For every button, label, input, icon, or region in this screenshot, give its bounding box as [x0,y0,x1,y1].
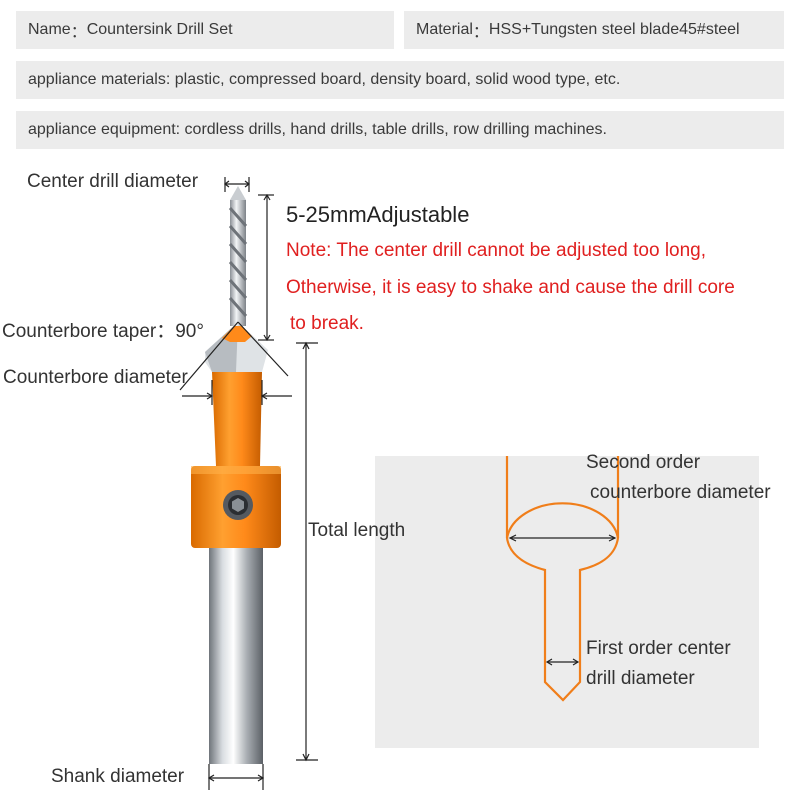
shank-diameter-label: Shank diameter [51,766,185,787]
set-screw-icon [223,490,253,520]
center-drill-dim [224,177,250,192]
adjustable-length-dim [258,193,274,342]
note-line-1: Note: The center drill cannot be adjuste… [286,240,707,261]
drill-bit [228,186,248,326]
taper-guides [179,321,289,391]
first-order-label-line-1: First order center [586,638,731,659]
note-line-2: Otherwise, it is easy to shake and cause… [286,277,735,298]
appliance-equipment-text: appliance equipment: cordless drills, ha… [28,121,607,138]
hole-profile-schematic [505,456,620,702]
spec-name-value: Countersink Drill Set [86,21,233,38]
second-order-label-line-1: Second order [586,452,701,473]
appliance-materials-box: appliance materials: plastic, compressed… [16,61,784,99]
appliance-equipment-box: appliance equipment: cordless drills, ha… [16,111,784,149]
spec-name-box: Name：Countersink Drill Set [16,11,394,49]
countersink-body [212,372,262,466]
first-order-label-line-2: drill diameter [586,668,695,689]
spec-material-label: Material [416,21,473,38]
total-length-label: Total length [308,520,406,541]
total-length-dim [296,341,318,762]
spec-material-value: HSS+Tungsten steel blade45#steel [488,21,740,38]
shank [209,542,263,764]
center-drill-diameter-label: Center drill diameter [27,171,199,192]
spec-name-label: Name [28,21,71,38]
counterbore-taper-label: Counterbore taper：90° [2,321,204,342]
schematic-panel [375,456,759,748]
schematic-dims [508,534,617,666]
second-order-label-line-2: counterbore diameter [590,482,771,503]
counterbore-diameter-label: Counterbore diameter [3,367,188,388]
note-line-3: to break. [290,313,364,334]
counterbore-diameter-dim [182,380,292,405]
adjustable-range-label: 5-25mmAdjustable [286,202,470,227]
spec-material-box: Material：HSS+Tungsten steel blade45#stee… [404,11,784,49]
shank-diameter-dim [207,764,265,790]
appliance-materials-text: appliance materials: plastic, compressed… [28,71,621,88]
